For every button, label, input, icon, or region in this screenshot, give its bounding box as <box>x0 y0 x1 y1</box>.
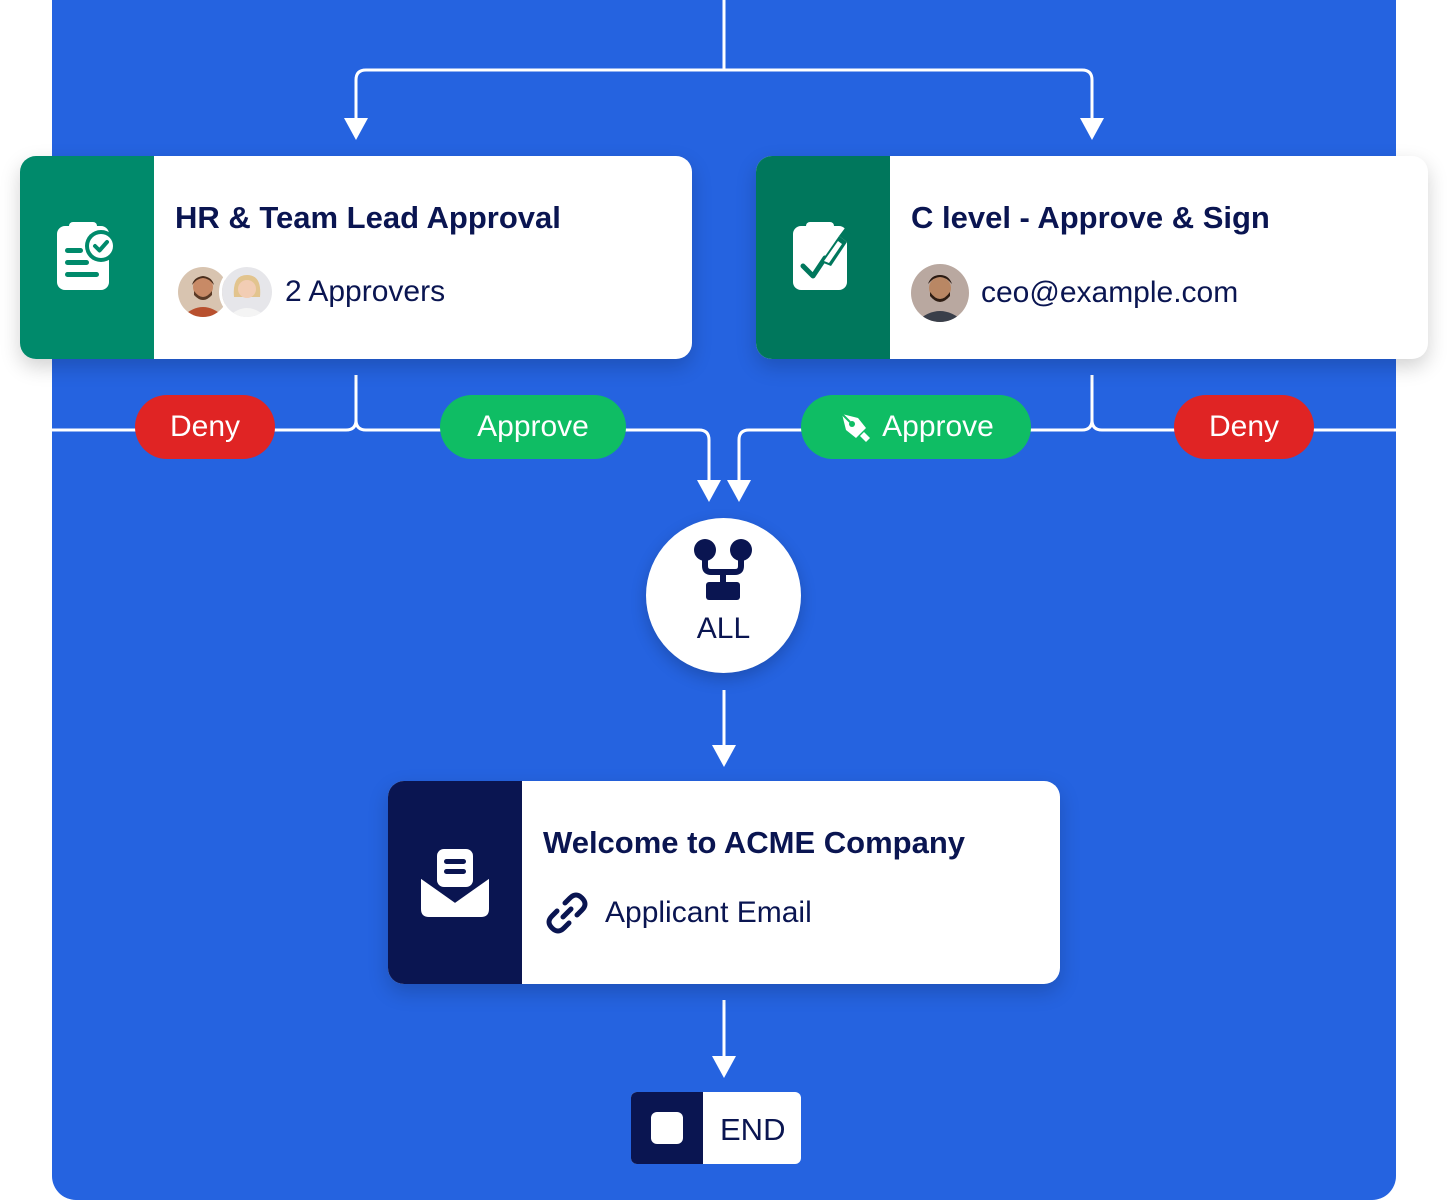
hr-card-subtitle: 2 Approvers <box>285 275 446 308</box>
all-node-label: ALL <box>696 612 751 645</box>
clevel-deny-label: Deny <box>1208 410 1280 443</box>
end-node[interactable]: END <box>631 1092 801 1164</box>
clevel-approve-label: Approve <box>882 410 994 443</box>
hr-approve-branch[interactable]: Approve <box>440 395 626 459</box>
merge-icon <box>694 539 752 600</box>
hr-approve-label: Approve <box>477 410 589 443</box>
hr-approval-card[interactable]: HR & Team Lead Approval 2 Approvers <box>20 156 692 359</box>
clevel-approve-branch[interactable]: Approve <box>801 395 1031 459</box>
hr-card-approvers: 2 Approvers <box>175 264 445 320</box>
clevel-deny-branch[interactable]: Deny <box>1174 395 1314 459</box>
all-condition-node[interactable]: ALL <box>646 518 801 673</box>
welcome-card-title: Welcome to ACME Company <box>543 825 965 860</box>
hr-card-title: HR & Team Lead Approval <box>175 200 561 235</box>
end-node-side <box>631 1092 703 1164</box>
welcome-email-card[interactable]: Welcome to ACME Company Applicant Email <box>388 781 1060 984</box>
avatar <box>911 264 969 322</box>
hr-deny-branch[interactable]: Deny <box>135 395 275 459</box>
welcome-card-subtitle: Applicant Email <box>605 896 812 929</box>
link-icon <box>546 892 588 934</box>
end-node-label: END <box>720 1112 786 1147</box>
clevel-card-subtitle: ceo@example.com <box>981 276 1239 309</box>
hr-card-side <box>20 156 154 359</box>
welcome-card-side <box>388 781 522 984</box>
clevel-approval-card[interactable]: C level - Approve & Sign ceo@example.com <box>756 156 1428 359</box>
avatar <box>219 264 275 320</box>
welcome-card-recipient: Applicant Email <box>543 889 812 937</box>
hr-deny-label: Deny <box>169 410 241 443</box>
clipboard-pen-icon <box>793 221 851 290</box>
clevel-card-side <box>756 156 890 359</box>
pen-nib-icon <box>841 413 871 442</box>
clevel-card-title: C level - Approve & Sign <box>911 200 1270 235</box>
clipboard-check-icon <box>57 221 117 290</box>
clevel-card-assignee: ceo@example.com <box>911 264 1238 322</box>
stop-square-icon <box>651 1112 683 1144</box>
open-envelope-icon <box>420 848 490 917</box>
